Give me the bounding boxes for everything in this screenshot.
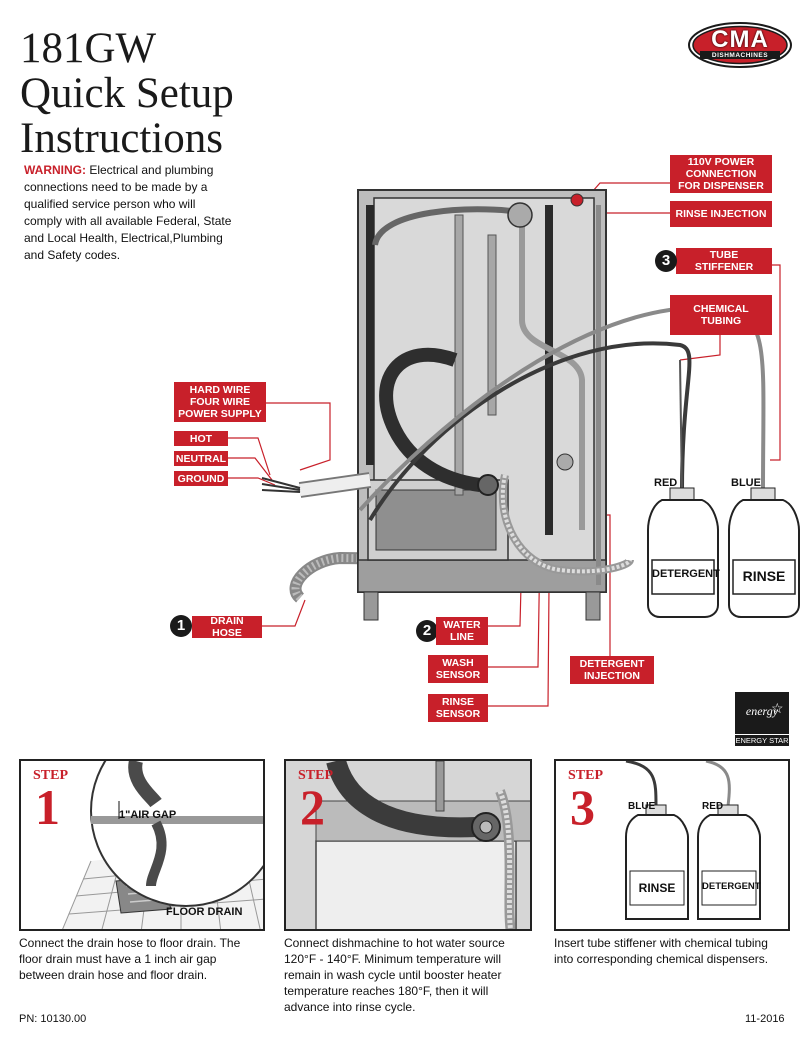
energy-star-icon: ☆: [771, 700, 784, 716]
energy-star-script: energy: [745, 704, 779, 718]
warning-label: WARNING:: [24, 163, 86, 177]
energy-star-logo: energy ☆ ENERGY STAR: [735, 692, 789, 746]
title-line-2: Quick Setup: [20, 70, 234, 117]
revision-date: 11-2016: [745, 1013, 785, 1025]
warning-body: Electrical and plumbing connections need…: [24, 163, 232, 262]
step-1-marker: 1: [170, 615, 192, 637]
callout-water-line: WATER LINE: [436, 617, 488, 645]
rinse-jug-text: RINSE: [742, 568, 786, 584]
rinse-jug: [728, 487, 800, 618]
step-3-red-label: RED: [702, 801, 724, 812]
step-3-blue-label: BLUE: [628, 801, 656, 812]
step-3-detergent-text: DETERGENT: [702, 881, 761, 892]
cma-logo: CMA DISHMACHINES: [688, 22, 792, 68]
callout-hard-wire: HARD WIRE FOUR WIRE POWER SUPPLY: [174, 382, 266, 422]
step-2-panel: STEP 2: [284, 759, 532, 931]
cma-logo-text: CMA: [711, 26, 769, 53]
step-1-number: 1: [35, 779, 60, 835]
title-line-1: 181GW: [20, 25, 157, 72]
detergent-jug: [647, 487, 719, 618]
red-jug-label: RED: [654, 477, 678, 489]
callout-detergent-injection: DETERGENT INJECTION: [570, 656, 654, 684]
detergent-jug-text: DETERGENT: [652, 568, 720, 580]
callout-rinse-sensor: RINSE SENSOR: [428, 694, 488, 722]
step-1-illustration: [62, 761, 263, 929]
callout-chemical-tubing: CHEMICAL TUBING: [670, 295, 772, 335]
step-2-label: STEP: [298, 768, 334, 783]
dishmachine-illustration: [228, 182, 800, 707]
step-3-rinse-text: RINSE: [638, 881, 676, 895]
step-2-marker: 2: [416, 620, 438, 642]
step-3-marker: 3: [655, 250, 677, 272]
step-3-illustration: [625, 761, 761, 920]
cma-logo-emblem: [688, 22, 792, 68]
callout-wash-sensor: WASH SENSOR: [428, 655, 488, 683]
air-gap-label: 1"AIR GAP: [119, 809, 177, 821]
callout-ground: GROUND: [174, 471, 228, 486]
energy-star-label: ENERGY STAR: [735, 734, 789, 745]
step-2-text: Connect dishmachine to hot water source …: [284, 936, 505, 1014]
callout-drain-hose: DRAIN HOSE: [192, 615, 262, 639]
cma-logo-subtext: DISHMACHINES: [711, 52, 769, 59]
step-3-label: STEP: [568, 768, 604, 783]
warning-text: WARNING: Electrical and plumbing connect…: [24, 162, 234, 264]
callout-hot: HOT: [174, 431, 228, 446]
step-3-panel: STEP 3 BLUE RED RINSE DETERGENT: [554, 759, 790, 931]
blue-jug-label: BLUE: [731, 477, 761, 489]
step-3-rinse-jug: [625, 804, 689, 920]
step-2-illustration: [286, 761, 530, 929]
callout-neutral: NEUTRAL: [174, 451, 228, 466]
callout-tube-stiffener: TUBE STIFFENER: [676, 248, 772, 274]
title-line-3: Instructions: [20, 115, 224, 162]
page-title: 181GW Quick Setup Instructions: [20, 26, 234, 161]
step-2-number: 2: [300, 779, 325, 835]
callout-110v-power: 110V POWER CONNECTION FOR DISPENSER: [670, 155, 772, 193]
step-3-detergent-jug: [697, 804, 761, 920]
part-number: PN: 10130.00: [19, 1013, 87, 1025]
step-1-label: STEP: [33, 768, 69, 783]
step-3-text: Insert tube stiffener with chemical tubi…: [554, 936, 769, 966]
step-3-number: 3: [570, 779, 595, 835]
step-1-panel: STEP 1 1"AIR GAP FLOOR DRAIN: [19, 759, 265, 931]
step-1-text: Connect the drain hose to floor drain. T…: [19, 936, 241, 982]
floor-drain-label: FLOOR DRAIN: [166, 906, 243, 918]
callout-rinse-injection: RINSE INJECTION: [670, 201, 772, 227]
